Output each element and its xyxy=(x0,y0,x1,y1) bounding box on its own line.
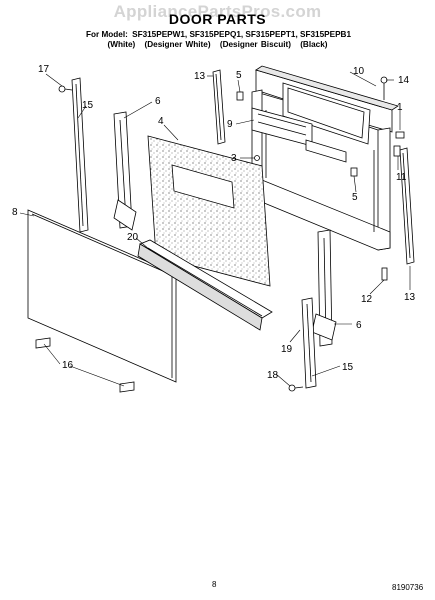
callout-15-right: 15 xyxy=(342,362,354,373)
part-16-bracket-left xyxy=(35,337,51,349)
part-5-bumper-upper xyxy=(236,91,244,101)
watermark: AppliancePartsPros.com xyxy=(113,2,322,21)
part-5-bumper-lower xyxy=(350,167,358,177)
callout-13-right: 13 xyxy=(404,292,416,303)
part-6-right-hinge xyxy=(311,229,337,347)
callout-1: 1 xyxy=(397,102,403,113)
part-15-left-hinge-arm xyxy=(71,77,89,233)
callout-13-left: 13 xyxy=(194,71,206,82)
model-variants: (White) (Designer White) (Designer Biscu… xyxy=(0,40,435,49)
part-4-insulation-panel xyxy=(147,135,271,287)
model-list: For Model: SF315PEPW1, SF315PEPQ1, SF315… xyxy=(0,30,435,39)
callout-10: 10 xyxy=(353,66,365,77)
part-16-bracket-right xyxy=(119,381,135,393)
leader-lines xyxy=(19,71,411,387)
variant-designer-biscuit: (Designer Biscuit) xyxy=(219,40,291,49)
part-3-screw xyxy=(254,155,260,161)
model-prefix: For Model: xyxy=(85,30,128,39)
page-number: 8 xyxy=(212,580,217,589)
part-1-clip xyxy=(395,131,405,139)
part-13-right-strip xyxy=(399,147,415,265)
variant-white: (White) xyxy=(107,40,136,49)
callout-15-left: 15 xyxy=(82,100,94,111)
callout-6-right: 6 xyxy=(356,320,362,331)
callout-11: 11 xyxy=(396,172,407,183)
part-15-right-hinge-arm xyxy=(301,297,317,389)
callout-14: 14 xyxy=(398,75,410,86)
callout-12: 12 xyxy=(361,294,373,305)
part-10-door-frame xyxy=(251,65,399,251)
part-18-screw xyxy=(288,384,304,392)
callout-18: 18 xyxy=(267,370,279,381)
part-14-screw xyxy=(380,76,388,100)
callout-20: 20 xyxy=(127,232,139,243)
callout-16: 16 xyxy=(62,360,74,371)
page-title: DOOR PARTS xyxy=(168,11,267,27)
callout-6-left: 6 xyxy=(155,96,161,107)
callout-8: 8 xyxy=(12,207,18,218)
part-9-window-panel xyxy=(251,107,347,163)
callout-17: 17 xyxy=(38,64,50,75)
part-20-bottom-trim xyxy=(137,239,273,331)
part-12-pin xyxy=(381,267,388,281)
part-17-screw xyxy=(58,85,73,93)
callout-3: 3 xyxy=(231,153,237,164)
part-8-glass-panel xyxy=(27,209,177,383)
variant-designer-white: (Designer White) xyxy=(144,40,211,49)
model-numbers: SF315PEPW1, SF315PEPQ1, SF315PEPT1, SF31… xyxy=(132,30,352,39)
callout-5-lower: 5 xyxy=(352,192,358,203)
part-6-left-hinge xyxy=(113,111,137,231)
callout-5-upper: 5 xyxy=(236,70,242,81)
callout-4: 4 xyxy=(158,116,164,127)
callout-19: 19 xyxy=(281,344,293,355)
document-number: 8190736 xyxy=(392,583,424,592)
part-11-spacer xyxy=(393,145,401,157)
variant-black: (Black) xyxy=(300,40,328,49)
part-13-left-strip xyxy=(212,69,226,145)
callout-9: 9 xyxy=(227,119,233,130)
